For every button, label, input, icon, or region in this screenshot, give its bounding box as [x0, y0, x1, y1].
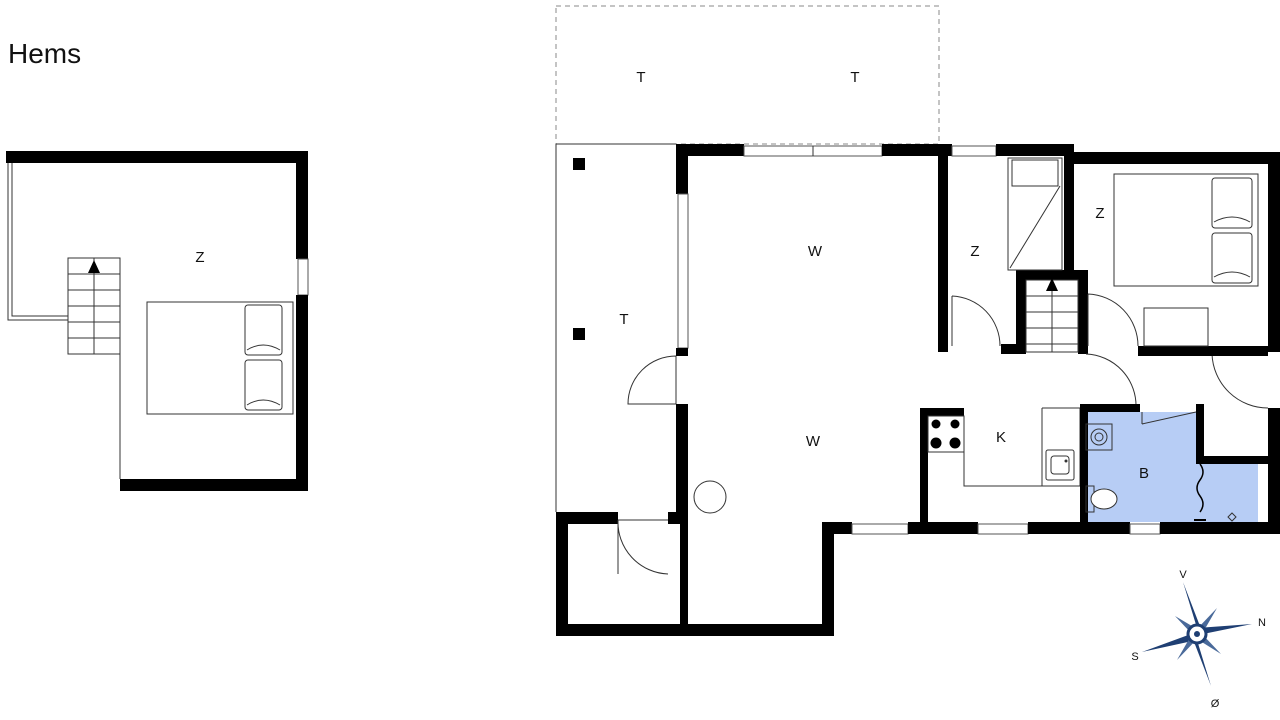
bathroom [1080, 404, 1268, 532]
kitchen-label: K [996, 429, 1006, 446]
living-label-lower: W [806, 433, 821, 450]
loft-bed [146, 301, 294, 415]
bathroom-label: B [1139, 465, 1149, 482]
single-bed [1007, 157, 1063, 271]
loft-title: Hems [8, 38, 81, 69]
terrace-label-left: T [636, 69, 645, 86]
post [573, 328, 585, 340]
room-z-large-label: Z [1095, 205, 1104, 222]
main-plan [555, 5, 1280, 636]
stairs-up-arrow-icon [88, 260, 100, 273]
terrace-label-side: T [619, 311, 628, 328]
kitchen [920, 407, 1081, 524]
terrace-label-right: T [850, 69, 859, 86]
compass-south-label: S [1131, 651, 1138, 663]
loft-plan: Z [6, 151, 309, 491]
living-label-upper: W [808, 243, 823, 260]
loft-stairs [67, 257, 121, 355]
terrace-top [555, 5, 940, 145]
loft-room-z-label: Z [195, 249, 204, 266]
compass-east-label: Ø [1211, 698, 1220, 710]
stairs-up-arrow-icon [1046, 278, 1058, 291]
main-stairs [1025, 278, 1079, 353]
compass-north-label: N [1258, 617, 1266, 629]
room-z-small-label: Z [970, 243, 979, 260]
compass-rose-icon [1142, 582, 1252, 686]
round-table [693, 480, 727, 514]
double-bed [1113, 173, 1259, 347]
compass-west-label: V [1179, 569, 1187, 581]
post [573, 158, 585, 170]
